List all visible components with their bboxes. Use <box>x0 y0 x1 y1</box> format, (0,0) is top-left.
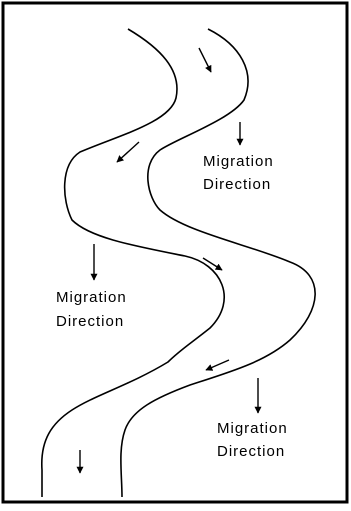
left-river-bank <box>42 29 224 497</box>
flow-arrow-2 <box>117 142 139 162</box>
label-line: Direction <box>203 176 271 193</box>
label-line: Direction <box>56 313 124 330</box>
migration-label-3: Migration Direction <box>217 420 288 460</box>
label-line: Migration <box>56 289 127 306</box>
flow-arrow-4 <box>206 360 229 370</box>
flow-arrow-1 <box>199 48 211 72</box>
label-line: Migration <box>203 153 274 170</box>
label-line: Direction <box>217 443 285 460</box>
label-line: Migration <box>217 420 288 437</box>
migration-label-2: Migration Direction <box>56 289 127 330</box>
migration-label-1: Migration Direction <box>203 153 274 193</box>
